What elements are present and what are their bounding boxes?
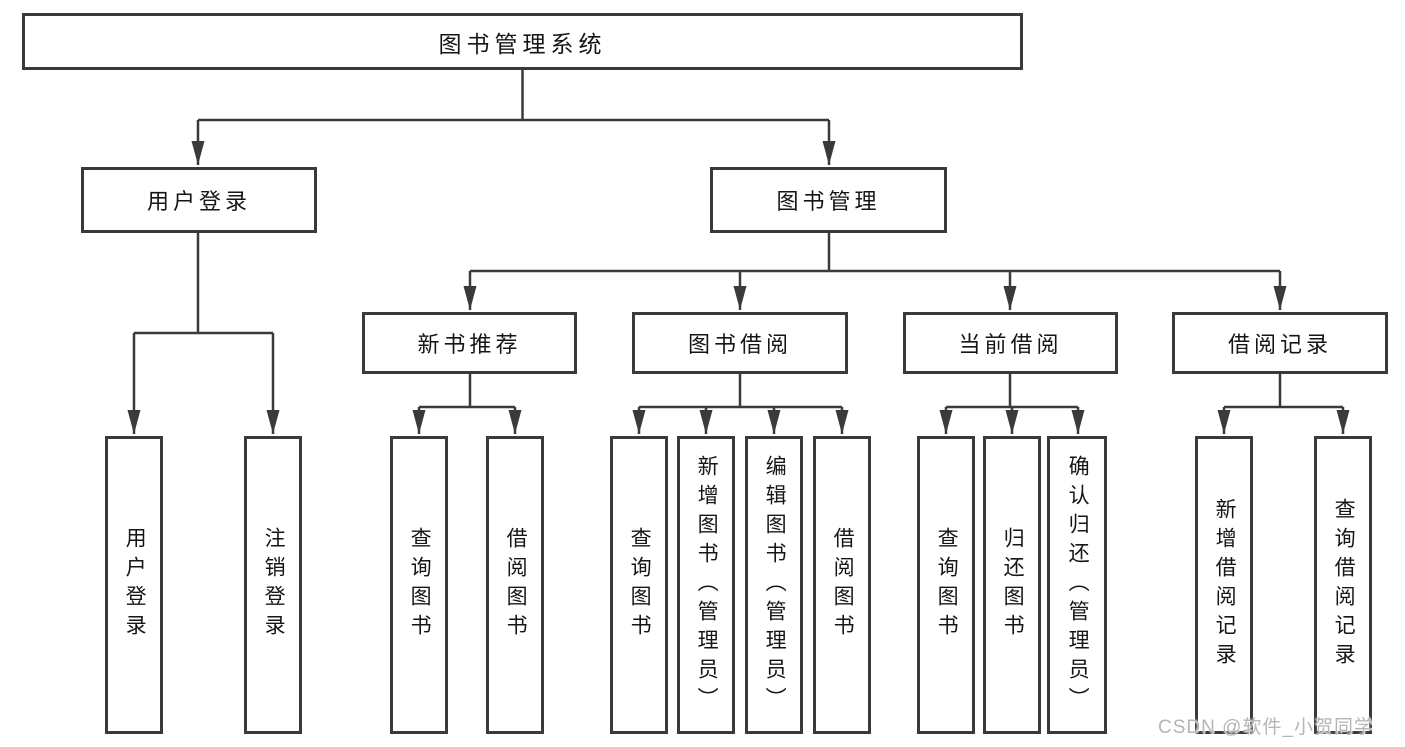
leaf-borrow-books-borrowing: 借阅图书 xyxy=(813,436,871,734)
node-user-login-label: 用户登录 xyxy=(146,189,251,214)
leaf-confirm-return-admin: 确认归还（管理员） xyxy=(1047,436,1107,734)
node-book-borrowing: 图书借阅 xyxy=(632,312,848,374)
leaf-add-books-admin: 新增图书（管理员） xyxy=(677,436,735,734)
leaf-query-books-recommend: 查询图书 xyxy=(390,436,448,734)
leaf-add-borrow-record: 新增借阅记录 xyxy=(1195,436,1253,734)
node-new-book-recommendation-label: 新书推荐 xyxy=(417,332,522,357)
leaf-query-borrow-record: 查询借阅记录 xyxy=(1314,436,1372,734)
leaf-query-books-borrowing-label: 查询图书 xyxy=(628,527,652,643)
leaf-query-books-recommend-label: 查询图书 xyxy=(408,527,432,643)
node-book-management-label: 图书管理 xyxy=(776,189,881,214)
node-root-label: 图书管理系统 xyxy=(438,30,607,57)
node-new-book-recommendation: 新书推荐 xyxy=(362,312,577,374)
leaf-return-books-label: 归还图书 xyxy=(1001,527,1025,643)
leaf-user-login-label: 用户登录 xyxy=(123,527,147,643)
leaf-add-borrow-record-label: 新增借阅记录 xyxy=(1213,498,1237,672)
leaf-query-borrow-record-label: 查询借阅记录 xyxy=(1332,498,1356,672)
leaf-query-books-borrowing: 查询图书 xyxy=(610,436,668,734)
leaf-borrow-books-borrowing-label: 借阅图书 xyxy=(831,527,855,643)
leaf-edit-books-admin-label: 编辑图书（管理员） xyxy=(763,454,787,716)
leaf-add-books-admin-label: 新增图书（管理员） xyxy=(695,454,719,716)
node-current-borrowing-label: 当前借阅 xyxy=(958,332,1063,357)
node-current-borrowing: 当前借阅 xyxy=(903,312,1118,374)
leaf-logout-label: 注销登录 xyxy=(262,527,286,643)
leaf-query-books-current: 查询图书 xyxy=(917,436,975,734)
leaf-user-login: 用户登录 xyxy=(105,436,163,734)
node-book-management: 图书管理 xyxy=(710,167,947,233)
leaf-edit-books-admin: 编辑图书（管理员） xyxy=(745,436,803,734)
node-root: 图书管理系统 xyxy=(22,13,1023,70)
node-borrowing-records: 借阅记录 xyxy=(1172,312,1388,374)
node-user-login: 用户登录 xyxy=(81,167,317,233)
leaf-confirm-return-admin-label: 确认归还（管理员） xyxy=(1066,454,1090,716)
node-book-borrowing-label: 图书借阅 xyxy=(687,332,792,357)
csdn-watermark: CSDN @软件_小贺同学 xyxy=(1158,717,1374,738)
leaf-query-books-current-label: 查询图书 xyxy=(935,527,959,643)
leaf-borrow-books-recommend: 借阅图书 xyxy=(486,436,544,734)
leaf-borrow-books-recommend-label: 借阅图书 xyxy=(504,527,528,643)
node-borrowing-records-label: 借阅记录 xyxy=(1227,332,1332,357)
leaf-return-books: 归还图书 xyxy=(983,436,1041,734)
leaf-logout: 注销登录 xyxy=(244,436,302,734)
